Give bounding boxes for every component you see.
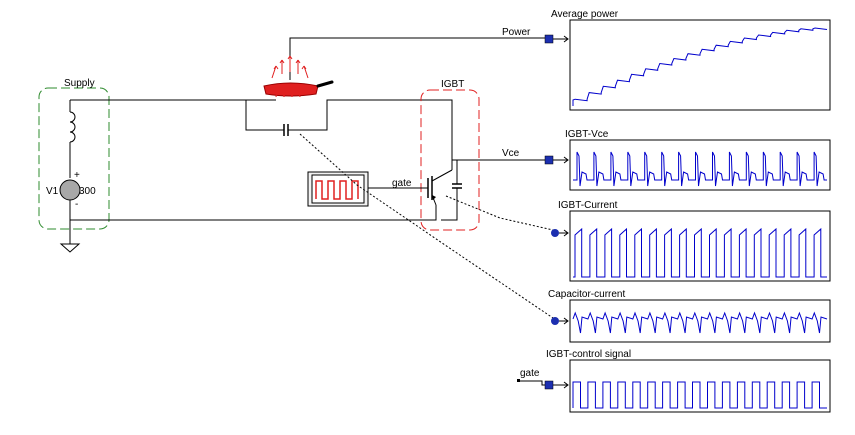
igbt-group[interactable]: IGBT (420, 79, 480, 231)
scope-average-power[interactable]: Average power (551, 9, 831, 111)
induction-heater-pan[interactable] (246, 55, 334, 101)
scope-title: IGBT-Vce (565, 129, 609, 140)
igbt-current-trace (573, 227, 827, 278)
gate-net-label: gate (392, 178, 412, 189)
scope-title: IGBT-Current (558, 200, 618, 211)
scope-igbt-current[interactable]: IGBT-Current (558, 200, 831, 282)
scope-igbt-control-signal[interactable]: IGBT-control signal (546, 349, 831, 413)
source-name-label: V1 (46, 186, 59, 197)
vce-probe-label: Vce (502, 148, 520, 159)
voltage-source-v1[interactable]: + - V1 300 (46, 170, 96, 238)
source-plus-sign: + (74, 170, 80, 181)
supply-group[interactable]: Supply (38, 78, 110, 230)
power-probe-label: Power (502, 27, 531, 38)
scope-igbt-vce[interactable]: IGBT-Vce (565, 129, 831, 191)
igbt-vce-trace (573, 151, 827, 187)
current-probe-links (299, 133, 554, 319)
igbt-transistor[interactable] (420, 160, 462, 206)
igbt-control-signal-trace (572, 381, 827, 409)
gate-input-label: gate (520, 368, 540, 379)
supply-inductor[interactable] (69, 100, 76, 178)
supply-group-label: Supply (64, 78, 95, 89)
scope-title: Average power (551, 9, 619, 20)
gate-probe-terminal[interactable] (544, 380, 569, 390)
igbt-current-probe-terminal[interactable] (551, 229, 569, 237)
igbt-group-label: IGBT (441, 79, 464, 90)
scope-title: IGBT-control signal (546, 349, 631, 360)
gate-signal-generator[interactable]: gate (307, 171, 412, 207)
capacitor-current-trace (572, 311, 828, 334)
capacitor-current-probe-terminal[interactable] (551, 317, 569, 325)
gate-input-wire (517, 379, 548, 386)
vce-probe-terminal[interactable] (544, 155, 569, 165)
ground-symbol[interactable] (59, 238, 81, 253)
power-probe-terminal[interactable] (544, 34, 569, 44)
source-value-label: 300 (79, 186, 96, 197)
scope-title: Capacitor-current (548, 289, 625, 300)
resonant-capacitor[interactable] (278, 124, 292, 136)
average-power-trace (572, 27, 828, 106)
source-minus-sign: - (75, 199, 78, 210)
scope-capacitor-current[interactable]: Capacitor-current (548, 289, 831, 343)
